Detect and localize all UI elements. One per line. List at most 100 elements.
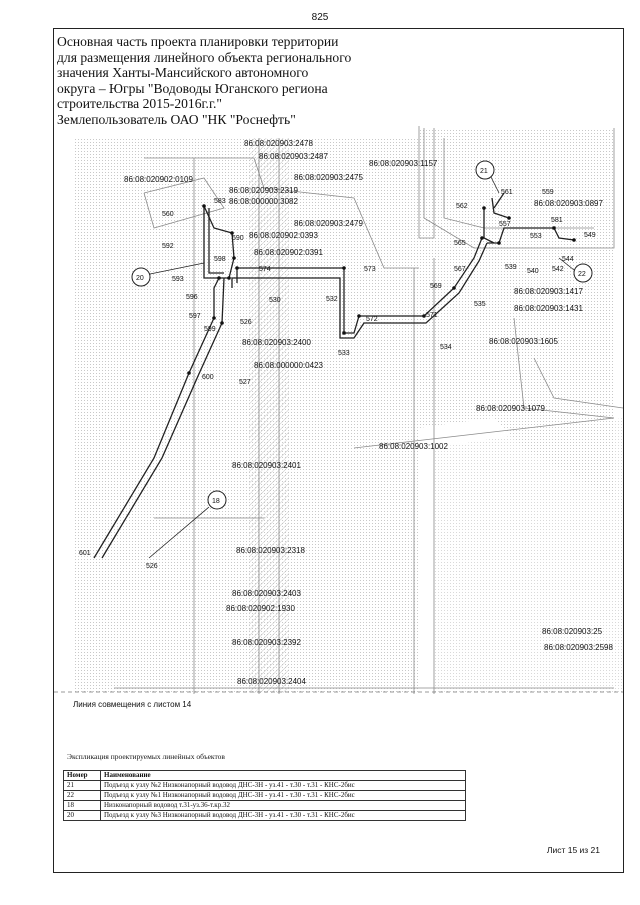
- cadastral-label: 86:08:020903:2318: [236, 546, 306, 555]
- route-marker-circle: [573, 263, 593, 283]
- title-line: значения Ханты-Мансийского автономного: [57, 65, 309, 81]
- map-area-bottom-right: [434, 418, 623, 694]
- cadastral-label: 86:08:020903:2403: [232, 589, 302, 598]
- join-line-label: Линия совмещения с листом 14: [73, 700, 192, 709]
- sheet-number: Лист 15 из 21: [546, 845, 600, 855]
- cadastral-label: 86:08:020903:1417: [514, 287, 584, 296]
- route-marker-circle: [131, 267, 151, 287]
- point-label: 562: [456, 203, 468, 210]
- point-label: 574: [259, 266, 271, 273]
- cadastral-labels: 86:08:020903:2478 86:08:020903:2487 86:0…: [124, 139, 614, 686]
- point-label: 560: [162, 211, 174, 218]
- point-label: 596: [186, 294, 198, 301]
- title-line: для размещения линейного объекта региона…: [57, 49, 352, 65]
- point-label: 559: [542, 189, 554, 196]
- cadastral-label: 86:08:020903:2392: [232, 638, 302, 647]
- cadastral-label: 86:08:000000:0423: [254, 361, 324, 370]
- point-label: 544: [562, 256, 574, 263]
- cadastral-label: 86:08:020903:2479: [294, 219, 364, 228]
- table-row: 18 Низконапорный водовод т.31-уз.36-т.кр…: [63, 800, 466, 811]
- table-row: 22 Подъезд к узлу №1 Низконапорный водов…: [63, 790, 466, 801]
- cadastral-label: 86:08:020902:0393: [249, 231, 319, 240]
- cadastral-label: 86:08:020903:2478: [244, 139, 314, 148]
- point-label: 597: [189, 313, 201, 320]
- cadastral-label: 86:08:020903:0897: [534, 199, 604, 208]
- point-label: 532: [326, 296, 338, 303]
- cadastral-label: 86:08:020903:1002: [379, 442, 449, 451]
- point-label: 573: [364, 266, 376, 273]
- cadastral-label: 86:08:020903:1079: [476, 404, 546, 413]
- point-label: 590: [232, 235, 244, 242]
- route-marker-label: 22: [578, 271, 586, 278]
- table-row: 20 Подъезд к узлу №3 Низконапорный водов…: [63, 810, 466, 821]
- route-marker-label: 18: [212, 498, 220, 505]
- point-label: 561: [501, 189, 513, 196]
- point-labels: 561 559 562 557 560 583 581 553 549 590 …: [79, 189, 596, 570]
- point-label: 592: [162, 243, 174, 250]
- point-label: 553: [530, 233, 542, 240]
- legend-title: Экспликация проектируемых линейных объек…: [67, 752, 225, 761]
- title-line: Основная часть проекта планировки террит…: [57, 34, 339, 49]
- point-label: 572: [366, 316, 378, 323]
- cadastral-label: 86:08:020903:2319: [229, 186, 299, 195]
- point-label: 567: [454, 266, 466, 273]
- point-label: 533: [338, 350, 350, 357]
- cadastral-label: 86:08:020903:2404: [237, 677, 307, 686]
- point-label: 581: [551, 217, 563, 224]
- cadastral-label: 86:08:020903:2598: [544, 643, 614, 652]
- route-marker-label: 20: [136, 275, 144, 282]
- point-label: 565: [454, 240, 466, 247]
- title-line: Землепользователь ОАО "НК "Роснефть": [57, 111, 296, 127]
- legend-cell-name: Подъезд к узлу №1 Низконапорный водовод …: [100, 790, 466, 801]
- cadastral-label: 86:08:020902:0109: [124, 175, 194, 184]
- cadastral-label: 86:08:000000:3082: [229, 197, 299, 206]
- document-title: Основная часть проекта планировки террит…: [57, 34, 387, 128]
- legend-cell-name: Низконапорный водовод т.31-уз.36-т.кр.32: [100, 800, 466, 811]
- parcel-boundaries: [114, 126, 623, 694]
- point-label: 557: [499, 221, 511, 228]
- legend-cell-name: Подъезд к узлу №2 Низконапорный водовод …: [100, 780, 466, 791]
- cadastral-label: 86:08:020903:2487: [259, 152, 329, 161]
- legend-cell-number: 20: [63, 810, 101, 821]
- legend-header-number: Номер: [63, 770, 101, 781]
- point-label: 542: [552, 266, 564, 273]
- point-label: 539: [505, 264, 517, 271]
- legend-cell-name: Подъезд к узлу №3 Низконапорный водовод …: [100, 810, 466, 821]
- cadastral-label: 86:08:020903:2475: [294, 173, 364, 182]
- point-label: 549: [584, 232, 596, 239]
- cadastral-label: 86:08:020903:2400: [242, 338, 312, 347]
- legend-cell-number: 22: [63, 790, 101, 801]
- point-label: 571: [426, 312, 438, 319]
- cadastral-label: 86:08:020903:1157: [369, 159, 438, 168]
- cadastral-label: 86:08:020903:25: [542, 627, 603, 636]
- legend-table: Номер Наименование 21 Подъезд к узлу №2 …: [63, 770, 466, 821]
- sheet-frame: [53, 28, 624, 873]
- legend-header-name: Наименование: [100, 770, 466, 781]
- point-label: 526: [240, 319, 252, 326]
- route-vertices: [187, 204, 576, 375]
- route-marker-circle: [207, 490, 227, 510]
- legend-cell-number: 18: [63, 800, 101, 811]
- legend-header-row: Номер Наименование: [63, 770, 466, 781]
- point-label: 530: [269, 297, 281, 304]
- point-label: 569: [430, 283, 442, 290]
- cadastral-label: 86:08:020903:2401: [232, 461, 302, 470]
- point-label: 583: [214, 198, 226, 205]
- point-label: 527: [239, 379, 251, 386]
- point-label: 600: [202, 374, 214, 381]
- point-label: 599: [204, 326, 216, 333]
- point-label: 598: [214, 256, 226, 263]
- page-number: 825: [311, 12, 329, 23]
- cadastral-label: 86:08:020903:1431: [514, 304, 584, 313]
- cadastral-label: 86:08:020903:1605: [489, 337, 559, 346]
- map-hatch-zone-left: [74, 138, 419, 693]
- point-label: 601: [79, 550, 91, 557]
- title-line: округа – Югры "Водоводы Юганского регион…: [57, 80, 328, 96]
- point-label: 535: [474, 301, 486, 308]
- point-label: 526: [146, 563, 158, 570]
- cadastral-label: 86:08:020902:1930: [226, 604, 296, 613]
- map-area-right: [419, 128, 614, 498]
- table-row: 21 Подъезд к узлу №2 Низконапорный водов…: [63, 780, 466, 791]
- map-hatch-zone-strip: [249, 138, 289, 693]
- map-drawing: 86:08:020903:2478 86:08:020903:2487 86:0…: [54, 126, 623, 694]
